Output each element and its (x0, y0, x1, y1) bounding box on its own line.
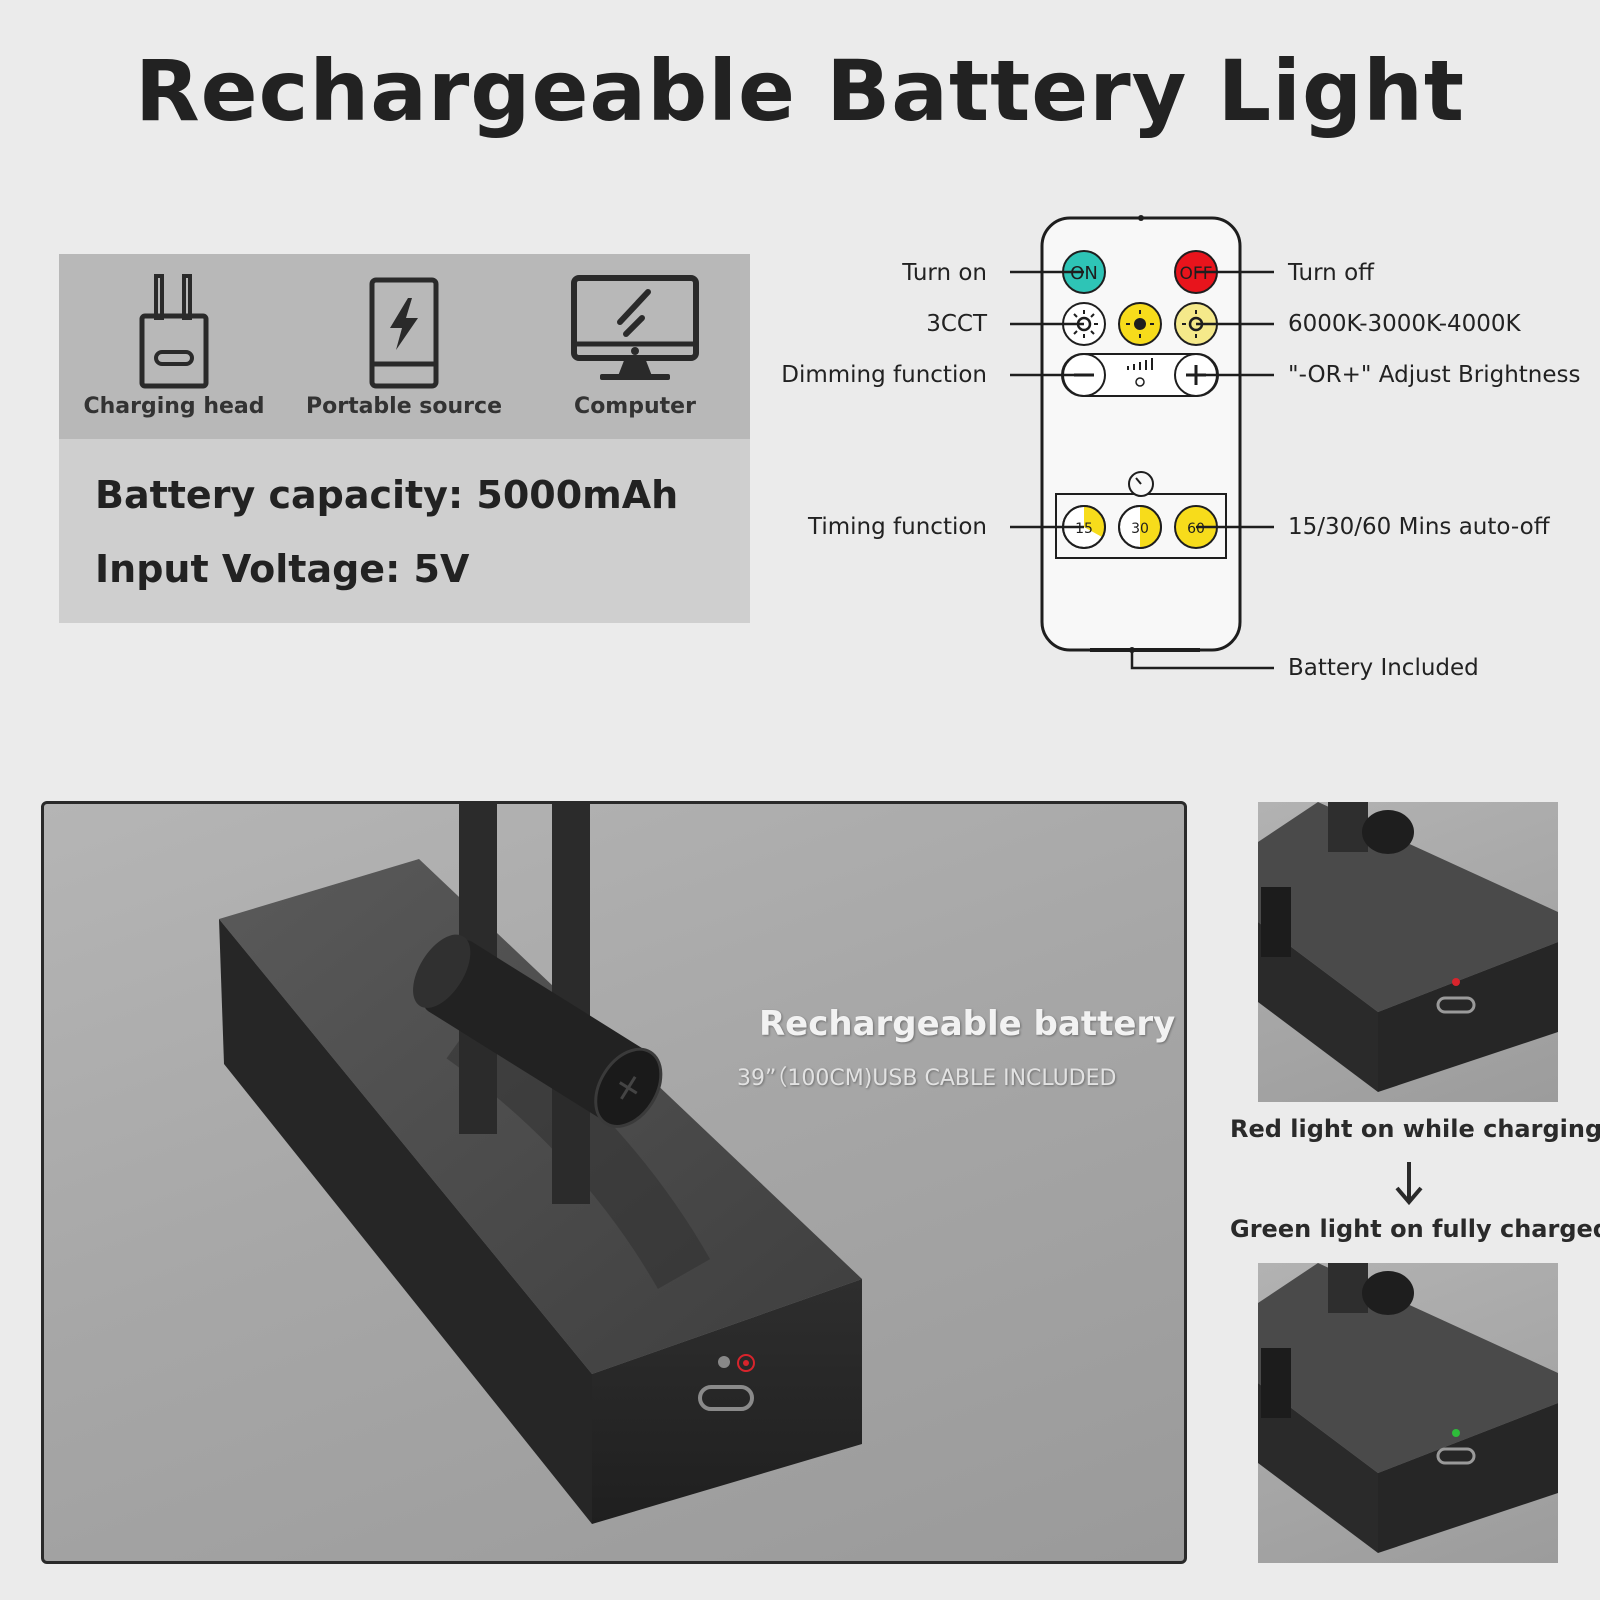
source-label: Charging head (83, 394, 265, 419)
off-button-label: OFF (1180, 264, 1213, 284)
source-charging-head: Charging head (59, 254, 289, 439)
page-title: Rechargeable Battery Light (134, 42, 1466, 140)
sun-icon (1126, 310, 1154, 338)
remote-diagram: ON OFF (760, 210, 1600, 690)
cct-white-button[interactable] (1062, 302, 1106, 346)
lamp-base-illustration (219, 804, 862, 1524)
label-dimming: Dimming function (781, 362, 987, 388)
cct-warm-button[interactable] (1118, 302, 1162, 346)
label-timing: Timing function (808, 514, 987, 540)
label-battery: Battery Included (1288, 655, 1479, 681)
charging-sources: Charging head Portable source Computer (59, 254, 750, 439)
timer-30-label: 30 (1131, 521, 1149, 537)
label-3cct: 3CCT (926, 311, 987, 337)
base-closeup-green (1258, 1263, 1558, 1553)
usb-c-port-icon (1436, 1447, 1476, 1465)
label-turn-off: Turn off (1288, 260, 1374, 286)
led-indicator-icon (718, 1356, 730, 1368)
label-color-temp: 6000K-3000K-4000K (1288, 311, 1521, 337)
label-brightness: "-OR+" Adjust Brightness (1288, 362, 1581, 388)
power-bank-icon (369, 277, 439, 389)
charging-thumbnail (1258, 802, 1558, 1102)
timer-60-label: 60 (1187, 521, 1205, 537)
arrow-down-icon (1395, 1162, 1423, 1206)
source-computer: Computer (520, 254, 750, 439)
brightness-indicator-icon (1127, 358, 1153, 387)
computer-icon (571, 275, 699, 380)
photo-caption: Rechargeable battery (759, 1004, 1176, 1044)
usb-c-port-icon (698, 1385, 754, 1411)
charging-head-icon (139, 274, 209, 389)
base-closeup-red (1258, 802, 1558, 1092)
charged-thumbnail (1258, 1263, 1558, 1563)
on-button-label: ON (1070, 263, 1098, 284)
source-portable: Portable source (289, 254, 519, 439)
timer-30-button[interactable]: 30 (1118, 505, 1162, 549)
usb-c-port-icon (1436, 996, 1476, 1014)
label-turn-on: Turn on (902, 260, 987, 286)
charging-text: Red light on while charging (1230, 1115, 1600, 1143)
charged-text: Green light on fully charged (1230, 1215, 1600, 1243)
photo-subcaption: 39”（100CM)USB CABLE INCLUDED (737, 1066, 1117, 1091)
red-led-icon (1452, 978, 1460, 986)
leader-lines (1010, 270, 1274, 670)
source-label: Computer (574, 394, 696, 419)
battery-capacity: Battery capacity: 5000mAh (95, 473, 679, 517)
input-voltage: Input Voltage: 5V (95, 547, 470, 591)
green-led-icon (1452, 1429, 1460, 1437)
timer-15-label: 15 (1075, 521, 1093, 537)
label-auto-off: 15/30/60 Mins auto-off (1288, 514, 1550, 540)
charging-info-panel: Charging head Portable source Computer (59, 254, 750, 623)
remote-drawing: ON OFF (1010, 215, 1274, 670)
specs-box: Battery capacity: 5000mAh Input Voltage:… (59, 439, 750, 623)
source-label: Portable source (305, 394, 502, 419)
product-photo: Rechargeable battery 39”（100CM)USB CABLE… (41, 801, 1187, 1564)
